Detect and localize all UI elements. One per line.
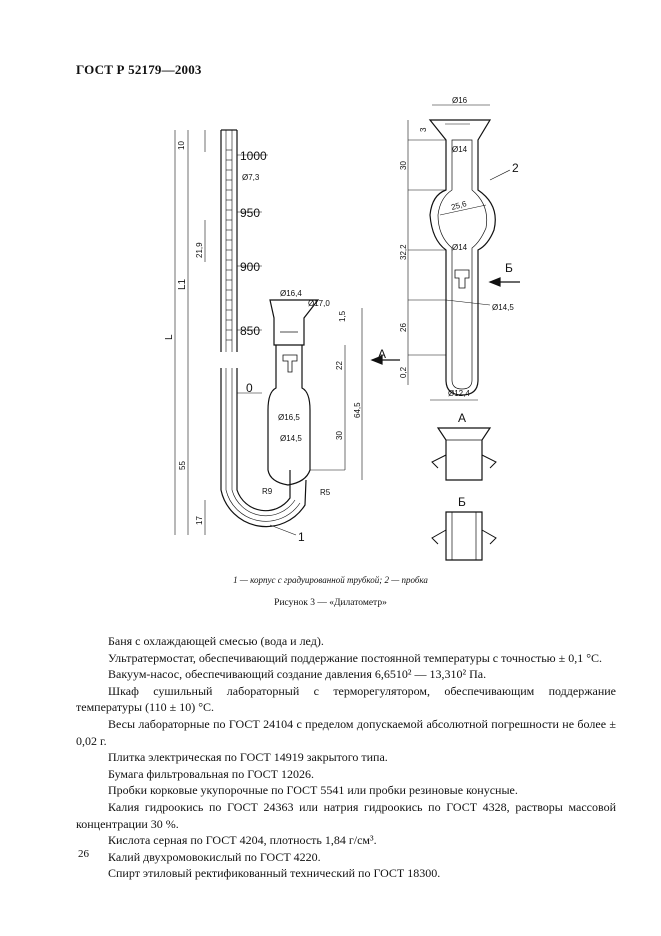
dim-d16-5: Ø16,5	[278, 413, 300, 422]
figure-title: Рисунок 3 — «Дилатометр»	[274, 598, 387, 608]
dim-26: 26	[399, 323, 408, 332]
dim-30-b: 30	[399, 161, 408, 170]
label-A: A	[378, 347, 386, 361]
dim-55: 55	[178, 461, 187, 470]
paragraph: Калия гидроокись по ГОСТ 24363 или натри…	[76, 799, 616, 831]
equipment-list: Баня с охлаждающей смесью (вода и лед). …	[76, 633, 616, 882]
paragraph: Кислота серная по ГОСТ 4204, плотность 1…	[108, 833, 377, 848]
scale-900: 900	[240, 260, 260, 274]
paragraph: Баня с охлаждающей смесью (вода и лед).	[108, 634, 324, 648]
view-b-outline	[445, 511, 483, 561]
u-bend-outer	[220, 368, 307, 528]
scale-850: 850	[240, 324, 260, 338]
dim-d14-b: Ø14	[452, 243, 468, 252]
dim-d17-0: Ø17,0	[308, 299, 330, 308]
paragraph: Калий двухромовокислый по ГОСТ 4220.	[108, 849, 321, 864]
view-B-label: Б	[458, 495, 466, 509]
scale-0: 0	[246, 381, 253, 395]
label-B: Б	[505, 261, 513, 275]
dim-d16-4: Ø16,4	[280, 289, 302, 298]
view-a-outline	[436, 427, 492, 481]
paragraph: Ультратермостат, обеспечивающий поддержа…	[108, 650, 603, 665]
dim-22: 22	[335, 361, 344, 370]
dim-d14-5-a: Ø14,5	[280, 434, 302, 443]
dim-3: 3	[419, 127, 428, 132]
stopper-plug	[282, 354, 298, 373]
dim-d73: Ø7,3	[242, 173, 260, 182]
scale-950: 950	[240, 206, 260, 220]
dim-L1: L1	[177, 278, 188, 290]
dim-0-2: 0,2	[399, 366, 408, 378]
u-bend-inner	[236, 368, 291, 512]
scale-1000: 1000	[240, 149, 267, 163]
dim-10: 10	[177, 141, 186, 150]
dim-1-5: 1,5	[338, 310, 347, 322]
paragraph: Бумага фильтровальная по ГОСТ 12026.	[108, 766, 314, 781]
callout-2: 2	[512, 161, 519, 175]
dilatometer-drawing: 10 1000 Ø7,3 950 21,9 900 L1 L 850 0 55 …	[164, 96, 520, 561]
paragraph: Шкаф сушильный лабораторный с терморегул…	[76, 683, 616, 715]
callout-1: 1	[298, 530, 305, 544]
figure-legend: 1 — корпус с градуированной трубкой; 2 —…	[233, 575, 428, 585]
dim-32-2: 32,2	[399, 244, 408, 260]
stopper-top	[269, 299, 320, 346]
dim-21-9: 21,9	[195, 242, 204, 258]
page-number: 26	[78, 848, 89, 860]
dim-64-5: 64,5	[353, 402, 362, 418]
dim-L: L	[164, 334, 175, 340]
plug-section	[454, 269, 470, 289]
paragraph: Пробки корковые укупорочные по ГОСТ 5541…	[108, 783, 518, 798]
scale-ticks	[226, 149, 232, 341]
view-A-label: А	[458, 411, 466, 425]
dim-d14-a: Ø14	[452, 145, 468, 154]
paragraph: Плитка электрическая по ГОСТ 14919 закры…	[108, 750, 388, 765]
paragraph: Спирт этиловый ректификованный техническ…	[108, 866, 441, 881]
dim-17: 17	[195, 516, 204, 525]
dim-d16: Ø16	[452, 96, 468, 105]
dim-d14-5-b: Ø14,5	[492, 303, 514, 312]
paragraph: Вакуум-насос, обеспечивающий создание да…	[108, 667, 487, 682]
bulb-body	[267, 345, 311, 486]
dim-R9: R9	[262, 487, 273, 496]
paragraph: Весы лабораторные по ГОСТ 24104 с предел…	[76, 716, 616, 748]
dim-d12-4: Ø12,4	[448, 389, 470, 398]
dim-30-a: 30	[335, 431, 344, 440]
document-header: ГОСТ Р 52179—2003	[76, 62, 202, 77]
dim-R5: R5	[320, 488, 331, 497]
dim-25-6: 25,6	[450, 199, 468, 212]
section-outline	[428, 119, 496, 396]
